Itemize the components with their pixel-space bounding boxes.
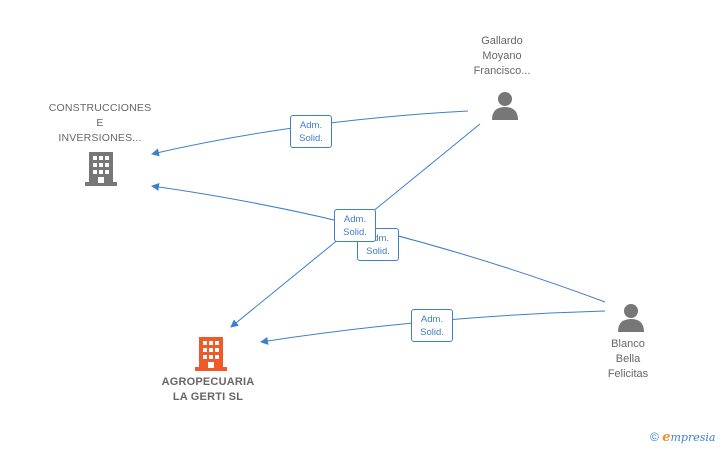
- label-line: INVERSIONES...: [58, 132, 142, 144]
- label-line: CONSTRUCCIONES: [48, 102, 152, 114]
- company-label-construcciones[interactable]: CONSTRUCCIONES E INVERSIONES...: [30, 101, 170, 146]
- copyright-symbol: ©: [650, 430, 659, 444]
- label-line: Blanco: [611, 338, 645, 350]
- label-line: Moyano: [482, 50, 522, 62]
- edge-label-line: Solid.: [299, 133, 323, 144]
- person-icon[interactable]: [490, 90, 520, 120]
- label-line: E: [96, 117, 104, 129]
- brand-footer: © empresia: [650, 430, 715, 445]
- edge-label-line: Solid.: [420, 327, 444, 338]
- person-label-gallardo[interactable]: Gallardo Moyano Francisco...: [452, 34, 552, 79]
- edge-label-line: Adm.: [366, 233, 390, 244]
- brand-logo: empresia: [662, 430, 716, 445]
- edge-label[interactable]: Adm. Solid.: [334, 209, 376, 242]
- person-label-blanco[interactable]: Blanco Bella Felicitas: [590, 337, 666, 382]
- building-icon[interactable]: [85, 152, 117, 186]
- person-icon[interactable]: [616, 302, 646, 332]
- label-line: Felicitas: [607, 368, 649, 380]
- brand-initial: e: [662, 430, 671, 445]
- label-line: Francisco...: [473, 65, 531, 77]
- label-line: Gallardo: [481, 35, 523, 47]
- edge-label-line: Adm.: [299, 120, 323, 131]
- label-line: LA GERTI SL: [172, 391, 244, 403]
- company-label-agropecuaria[interactable]: AGROPECUARIA LA GERTI SL: [138, 375, 278, 405]
- edge-label[interactable]: Adm. Solid.: [290, 115, 332, 148]
- label-line: AGROPECUARIA: [161, 376, 255, 388]
- brand-name: mpresia: [670, 431, 716, 444]
- edge-label[interactable]: Adm. Solid.: [357, 228, 399, 261]
- building-icon[interactable]: [195, 337, 227, 371]
- edge-label-line: Solid.: [343, 227, 367, 238]
- label-line: Bella: [615, 353, 641, 365]
- edge-label-line: Solid.: [366, 246, 390, 257]
- edge-label-line: Adm.: [343, 214, 367, 225]
- edge-label[interactable]: Adm. Solid.: [411, 309, 453, 342]
- edge-label-line: Adm.: [420, 314, 444, 325]
